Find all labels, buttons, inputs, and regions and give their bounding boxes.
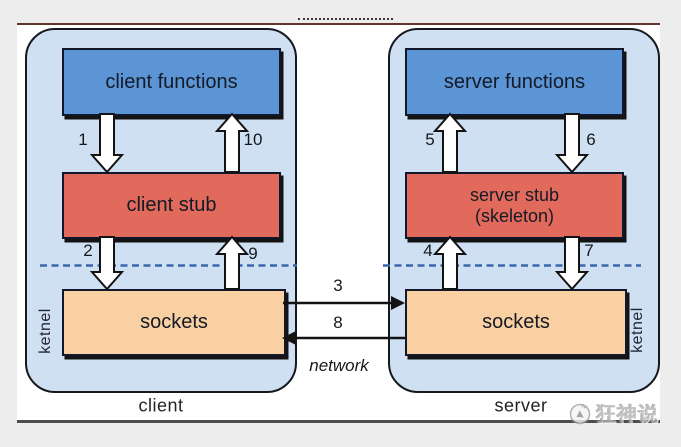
arrow-10-up-icon (214, 112, 250, 173)
client-caption: client (138, 395, 184, 416)
arrow-5-up-icon (432, 112, 468, 173)
server-functions-label: server functions (443, 70, 586, 93)
megaphone-icon (569, 403, 591, 424)
arrow-label-4: 4 (423, 241, 433, 260)
server-caption: server (494, 395, 548, 416)
arrow-label-9: 9 (248, 244, 258, 263)
arrow-label-2: 2 (83, 241, 93, 260)
arrow-label-1: 1 (78, 130, 88, 149)
arrow-1-down-icon (89, 113, 125, 174)
server-sockets-box: sockets (405, 289, 627, 356)
server-functions-box: server functions (405, 48, 624, 116)
server-kernel-label: ketnel (629, 307, 646, 353)
client-functions-label: client functions (105, 70, 238, 93)
client-stub-box: client stub (62, 172, 281, 239)
server-stub-sublabel: (skeleton) (474, 205, 555, 226)
arrow-7-down-icon (554, 236, 590, 291)
arrow-label-6: 6 (586, 130, 596, 149)
arrow-9-up-icon (214, 235, 250, 290)
client-sockets-box: sockets (62, 289, 286, 356)
arrow-6-down-icon (554, 113, 590, 174)
server-stub-box: server stub (skeleton) (405, 172, 624, 239)
arrow-8-head-icon (282, 331, 296, 345)
network-label: network (309, 356, 369, 375)
watermark: 狂神说 (568, 398, 659, 427)
arrow-3-head-icon (391, 296, 405, 310)
client-functions-box: client functions (62, 48, 281, 116)
arrow-label-3: 3 (333, 276, 343, 295)
client-sockets-label: sockets (140, 311, 208, 334)
watermark-text: 狂神说 (596, 404, 659, 426)
arrow-4-up-icon (432, 235, 468, 290)
arrow-label-5: 5 (425, 130, 435, 149)
arrow-2-down-icon (89, 236, 125, 291)
client-stub-label: client stub (126, 194, 217, 217)
cropped-text-remnant (298, 18, 393, 20)
server-stub-label: server stub (469, 185, 560, 206)
client-kernel-label: ketnel (37, 308, 54, 354)
server-sockets-label: sockets (482, 311, 550, 334)
arrow-label-7: 7 (584, 241, 594, 260)
arrow-label-10: 10 (243, 130, 263, 149)
arrow-label-8: 8 (333, 313, 343, 332)
